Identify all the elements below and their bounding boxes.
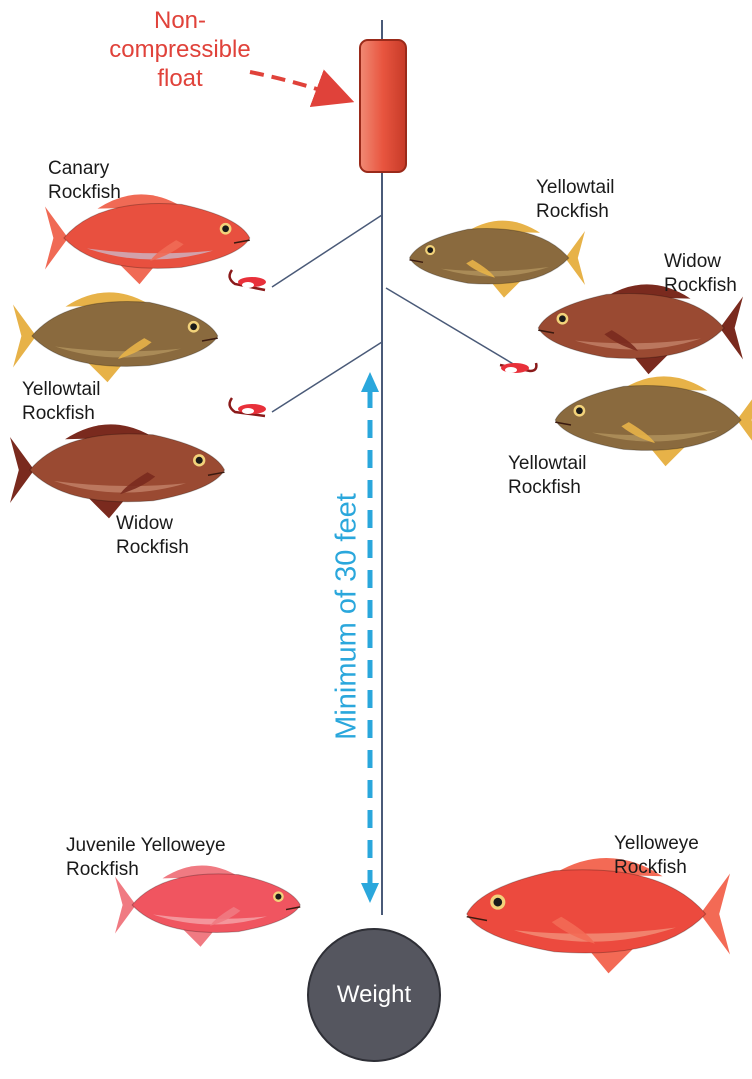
fish-canary-left: [45, 194, 250, 284]
leader-line-left-upper: [272, 215, 382, 287]
fish-label-yellowtail-left: Yellowtail Rockfish: [22, 378, 101, 426]
fish-label-yellowtail-right-bottom: Yellowtail Rockfish: [508, 452, 587, 500]
fish-label-canary-left: Canary Rockfish: [48, 157, 121, 205]
float-label: Non- compressible float: [100, 6, 260, 93]
lure-right: [500, 363, 536, 373]
fish-label-widow-left: Widow Rockfish: [116, 512, 189, 560]
depth-arrow-up-icon: [361, 372, 379, 392]
fish-label-widow-right: Widow Rockfish: [664, 250, 737, 298]
float: [360, 40, 406, 172]
leader-line-left-lower: [272, 342, 382, 412]
depth-label: Minimum of 30 feet: [331, 457, 364, 777]
weight-label: Weight: [308, 981, 440, 1009]
fish-yellowtail-right-top: [410, 221, 586, 298]
lure-left-upper: [230, 270, 266, 290]
leader-line-right: [386, 288, 515, 365]
fish-label-yelloweye: Yelloweye Rockfish: [614, 832, 699, 880]
float-pointer-arrow: [250, 72, 343, 98]
fish-label-juvenile-yelloweye: Juvenile Yelloweye Rockfish: [66, 834, 226, 882]
fish-yellowtail-left: [13, 292, 218, 382]
fish-label-yellowtail-right-top: Yellowtail Rockfish: [536, 176, 615, 224]
lure-left-lower: [230, 398, 266, 416]
depth-arrow-down-icon: [361, 883, 379, 903]
fish-widow-left: [10, 424, 225, 518]
